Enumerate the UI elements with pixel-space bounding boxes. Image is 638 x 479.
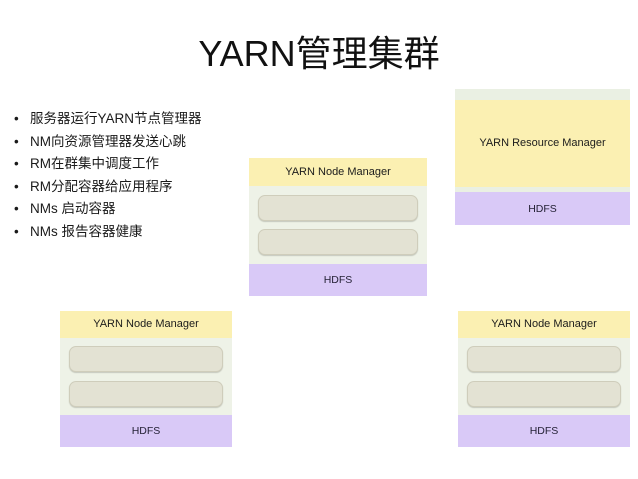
list-item-label: NMs 启动容器 bbox=[30, 201, 116, 216]
list-item: • NM向资源管理器发送心跳 bbox=[8, 131, 258, 154]
node-manager-title: YARN Node Manager bbox=[249, 158, 427, 186]
bullet-list: • 服务器运行YARN节点管理器 • NM向资源管理器发送心跳 • RM在群集中… bbox=[8, 108, 258, 243]
node-manager-bottom-left: YARN Node Manager HDFS bbox=[60, 311, 232, 447]
list-item: • NMs 报告容器健康 bbox=[8, 221, 258, 244]
container-slot bbox=[467, 381, 621, 407]
list-item-label: NMs 报告容器健康 bbox=[30, 223, 143, 239]
list-item: • RM在群集中调度工作 bbox=[8, 153, 258, 176]
node-manager-container-area bbox=[60, 338, 232, 415]
node-manager-title: YARN Node Manager bbox=[458, 311, 630, 338]
node-manager-title: YARN Node Manager bbox=[60, 311, 232, 338]
node-manager-hdfs-label: HDFS bbox=[458, 415, 630, 447]
container-slot bbox=[258, 229, 418, 255]
list-item: • RM分配容器给应用程序 bbox=[8, 176, 258, 199]
container-slot bbox=[69, 381, 223, 407]
list-item: • NMs 启动容器 bbox=[8, 198, 258, 221]
container-slot bbox=[467, 346, 621, 372]
resource-manager-node: YARN Resource Manager HDFS bbox=[455, 89, 630, 225]
node-manager-container-area bbox=[249, 186, 427, 264]
resource-manager-hdfs-label: HDFS bbox=[455, 192, 630, 225]
list-item-label: 服务器运行YARN节点管理器 bbox=[30, 111, 202, 126]
bullet-marker-icon: • bbox=[14, 223, 19, 239]
node-manager-hdfs-label: HDFS bbox=[249, 264, 427, 296]
list-item-label: RM分配容器给应用程序 bbox=[30, 178, 173, 194]
list-item: • 服务器运行YARN节点管理器 bbox=[8, 108, 258, 131]
node-manager-container-area bbox=[458, 338, 630, 415]
bullet-marker-icon: • bbox=[14, 111, 19, 126]
resource-manager-bottom-spacer bbox=[455, 187, 630, 192]
bullet-marker-icon: • bbox=[14, 178, 19, 194]
bullet-marker-icon: • bbox=[14, 133, 19, 149]
bullet-marker-icon: • bbox=[14, 156, 19, 171]
node-manager-hdfs-label: HDFS bbox=[60, 415, 232, 447]
resource-manager-top-spacer bbox=[455, 89, 630, 100]
container-slot bbox=[69, 346, 223, 372]
container-slot bbox=[258, 195, 418, 221]
node-manager-top: YARN Node Manager HDFS bbox=[249, 158, 427, 296]
list-item-label: RM在群集中调度工作 bbox=[30, 156, 159, 171]
bullet-marker-icon: • bbox=[14, 201, 19, 216]
list-item-label: NM向资源管理器发送心跳 bbox=[30, 133, 186, 149]
resource-manager-label: YARN Resource Manager bbox=[455, 100, 630, 187]
page-title: YARN管理集群 bbox=[198, 33, 440, 74]
node-manager-bottom-right: YARN Node Manager HDFS bbox=[458, 311, 630, 447]
